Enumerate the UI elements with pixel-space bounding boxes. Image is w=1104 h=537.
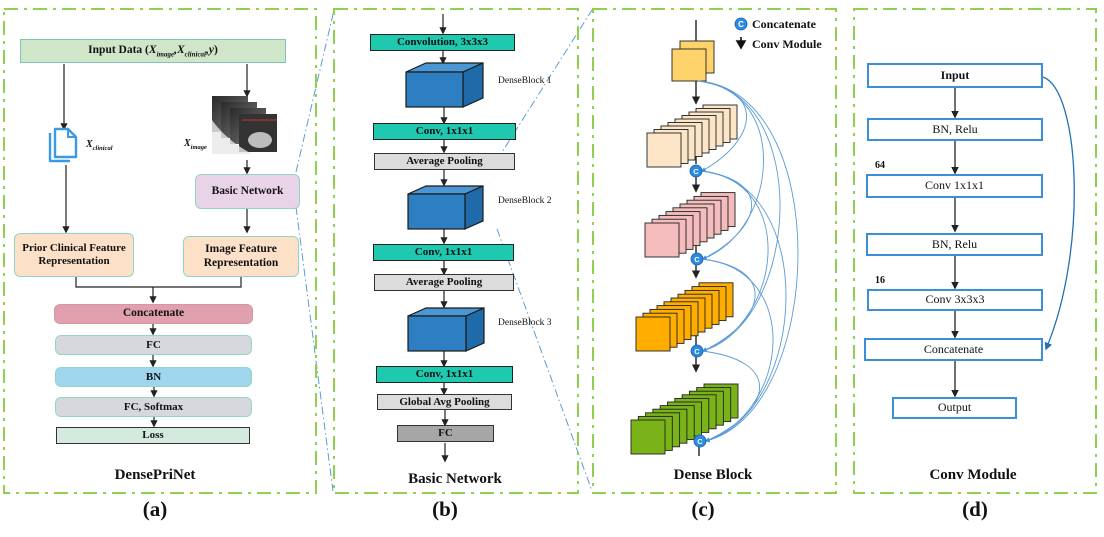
panel-dense-block — [592, 8, 837, 494]
concat-node-icon: C — [690, 344, 704, 358]
panel-b-caption: Basic Network — [408, 471, 502, 487]
layer-average-pooling-b: Average Pooling — [374, 274, 514, 291]
stage-2-feature-maps — [644, 192, 736, 258]
layer-fc: FC — [397, 425, 494, 442]
layer-global-avg-pooling: Global Avg Pooling — [377, 394, 512, 410]
stage-3-feature-maps — [635, 282, 734, 352]
node-concatenate: Concatenate — [864, 338, 1043, 361]
connector-a-b-top — [295, 9, 335, 173]
concatenate-layer: Concatenate — [54, 304, 253, 324]
input-data-box: Input Data ( Ximage , Xclinical , y ) — [20, 39, 286, 63]
feature-map — [630, 419, 666, 455]
skip-connection-curve — [700, 170, 787, 443]
stage-4-feature-maps — [630, 383, 739, 455]
panel-c-caption: Dense Block — [673, 467, 753, 483]
layer-conv-1x1x1-c: Conv, 1x1x1 — [376, 366, 513, 383]
y-symbol: y — [208, 44, 214, 57]
layer-conv-1x1x1-a: Conv, 1x1x1 — [373, 123, 516, 140]
panel-a-label: (a) — [142, 497, 168, 521]
concat-node-icon: C — [689, 164, 703, 178]
concat-symbol: C — [693, 167, 699, 176]
input-feature-map — [671, 40, 715, 82]
x-image-symbol: Ximage — [148, 43, 175, 59]
skip-connection-curve — [697, 80, 781, 353]
node-conv-1x1x1: Conv 1x1x1 — [866, 174, 1043, 198]
panel-d-label: (d) — [962, 497, 988, 521]
legend-conv-arrow-icon — [735, 37, 747, 50]
panel-d-caption: Conv Module — [929, 467, 1017, 483]
legend-conv-label: Conv Module — [752, 37, 822, 51]
stage-1-feature-maps — [646, 104, 738, 168]
legend-concat-icon — [734, 17, 748, 31]
concat-symbol: C — [694, 255, 700, 264]
node-conv-3x3x3: Conv 3x3x3 — [867, 289, 1043, 311]
legend: C Concatenate Conv Module — [734, 17, 822, 51]
prior-clinical-feature-node: Prior Clinical Feature Representation — [14, 233, 134, 277]
bn-layer: BN — [55, 367, 252, 387]
denseblock-1-cube — [405, 62, 484, 108]
skip-connection-arrow — [1042, 76, 1075, 351]
skip-connection-curve — [701, 350, 760, 442]
feature-map — [635, 316, 671, 352]
basic-network-node: Basic Network — [195, 174, 300, 209]
denseblock-3-label: DenseBlock 3 — [498, 318, 552, 328]
layer-conv-1x1x1-b: Conv, 1x1x1 — [373, 244, 514, 261]
concat-node-icon: C — [693, 434, 707, 448]
panel-basic-network — [333, 8, 579, 494]
panel-a-arrows — [60, 64, 251, 428]
denseblock-2-label: DenseBlock 2 — [498, 196, 552, 206]
panel-frame — [3, 8, 317, 494]
denseblock-1-label: DenseBlock 1 — [498, 76, 552, 86]
legend-concat-label: Concatenate — [752, 17, 817, 31]
feature-map — [646, 132, 682, 168]
node-bn-relu-1: BN, Relu — [867, 118, 1043, 141]
ct-scan-stack-icon — [212, 96, 277, 154]
fc-softmax-layer: FC, Softmax — [55, 397, 252, 417]
panel-b-label: (b) — [432, 497, 458, 521]
document-stack-icon — [48, 127, 78, 163]
x-clinical-symbol: Xclinical — [176, 43, 206, 59]
node-bn-relu-2: BN, Relu — [866, 233, 1043, 256]
connector-b-c-top — [496, 9, 593, 161]
panel-b-graphics — [405, 14, 485, 463]
panel-c-label: (c) — [691, 497, 715, 521]
concat-symbol: C — [697, 437, 703, 446]
channel-label-16: 16 — [875, 275, 885, 286]
concat-symbol: C — [694, 347, 700, 356]
loss-layer: Loss — [56, 427, 250, 444]
layer-average-pooling-a: Average Pooling — [374, 153, 515, 170]
layer-convolution-3x3x3: Convolution, 3x3x3 — [370, 34, 515, 51]
panel-a-caption: DensePriNet — [114, 467, 196, 483]
dense-block-graphics: C C C C C Concatenate Conv Module — [630, 17, 822, 456]
panel-densepri-net — [3, 8, 317, 494]
x-clinical-label: Xclinical — [86, 139, 113, 152]
connector-a-b-bottom — [295, 206, 334, 492]
channel-label-64: 64 — [875, 160, 885, 171]
node-input: Input — [867, 63, 1043, 88]
legend-concat-symbol: C — [738, 20, 744, 29]
panel-d-arrows — [951, 76, 1075, 398]
feature-map — [671, 48, 707, 82]
denseblock-2-cube — [407, 185, 484, 230]
fc-layer: FC — [55, 335, 252, 355]
input-data-label: Input Data ( — [88, 44, 149, 57]
feature-map — [644, 222, 680, 258]
x-image-label: Ximage — [184, 138, 207, 151]
panel-conv-module — [853, 8, 1097, 494]
denseblock-3-cube — [407, 307, 485, 352]
node-output: Output — [892, 397, 1017, 419]
image-feature-node: Image Feature Representation — [183, 236, 299, 277]
concat-node-icon: C — [690, 252, 704, 266]
